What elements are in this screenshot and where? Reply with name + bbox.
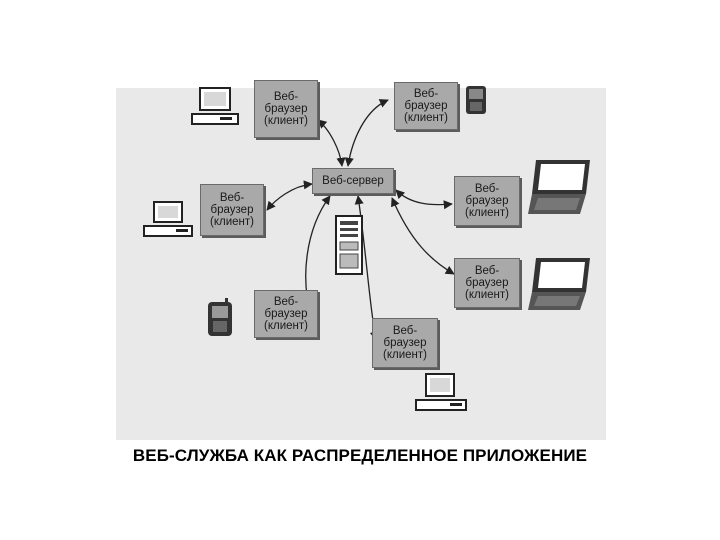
connection-arrow (344, 99, 389, 167)
connection-arrow (395, 189, 453, 210)
client-label-line: браузер (210, 204, 254, 216)
client-label-line: (клиент) (383, 349, 427, 361)
client-label-line: браузер (465, 277, 509, 289)
connection-arrow (391, 197, 455, 275)
server-tower-icon (335, 215, 363, 275)
web-browser-client-box: Веб- браузер (клиент) (372, 318, 438, 368)
web-browser-client-box: Веб- браузер (клиент) (254, 80, 318, 138)
desktop-computer-icon (191, 87, 239, 125)
mobile-phone-icon (466, 86, 486, 114)
connection-arrow (266, 180, 313, 211)
client-label-line: (клиент) (404, 112, 448, 124)
client-label-line: браузер (264, 103, 308, 115)
client-label-line: (клиент) (210, 216, 254, 228)
client-label-line: (клиент) (264, 320, 308, 332)
client-label-line: браузер (383, 337, 427, 349)
client-label-line: Веб- (273, 296, 299, 308)
client-label-line: браузер (404, 100, 448, 112)
web-browser-client-box: Веб- браузер (клиент) (454, 258, 520, 308)
web-browser-client-box: Веб- браузер (клиент) (394, 82, 458, 130)
web-browser-client-box: Веб- браузер (клиент) (200, 184, 264, 236)
client-label-line: Веб- (474, 183, 500, 195)
desktop-computer-icon (143, 201, 193, 237)
web-browser-client-box: Веб- браузер (клиент) (254, 290, 318, 338)
web-browser-client-box: Веб- браузер (клиент) (454, 176, 520, 226)
client-label-line: (клиент) (465, 289, 509, 301)
client-label-line: (клиент) (465, 207, 509, 219)
slide-caption: ВЕБ-СЛУЖБА КАК РАСПРЕДЕЛЕННОЕ ПРИЛОЖЕНИЕ (132, 446, 588, 465)
laptop-icon (528, 160, 590, 214)
client-label-line: браузер (465, 195, 509, 207)
mobile-phone-icon (208, 298, 232, 336)
client-label-line: браузер (264, 308, 308, 320)
client-label-line: Веб- (219, 192, 245, 204)
connection-arrow (317, 119, 346, 167)
client-label-line: Веб- (474, 265, 500, 277)
client-label-line: (клиент) (264, 115, 308, 127)
laptop-icon (528, 258, 590, 310)
web-server-box: Веб-сервер (312, 168, 394, 194)
client-label-line: Веб- (392, 325, 418, 337)
client-label-line: Веб- (273, 91, 299, 103)
client-label-line: Веб- (413, 88, 439, 100)
desktop-computer-icon (415, 373, 467, 411)
web-server-label: Веб-сервер (322, 175, 384, 187)
